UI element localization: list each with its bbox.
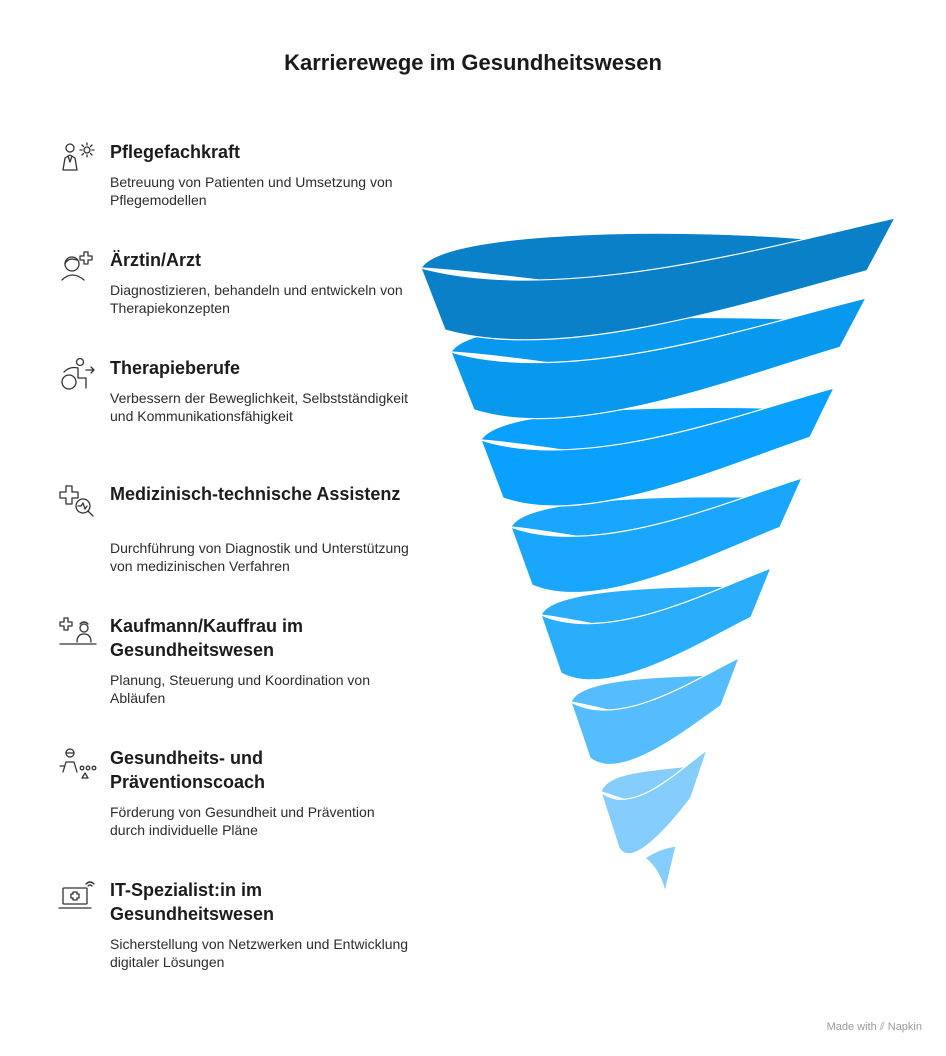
funnel-band [569,656,741,765]
career-title: Ärztin/Arzt [110,250,201,270]
laptop-wifi-icon [58,881,95,909]
funnel-band [509,477,804,594]
funnel-band [449,297,868,420]
career-title: Kaufmann/Kauffrau im Gesundheitswesen [110,616,304,660]
career-description: Planung, Steuerung und Koordination von … [110,672,370,706]
career-description: Betreuung von Patienten und Umsetzung vo… [110,174,393,208]
career-title: Therapieberufe [110,358,241,378]
napkin-logo-icon: ⫽ [879,1021,885,1033]
nurse-gear-icon [62,142,95,171]
career-title: IT-Spezialist:in im Gesundheitswesen [110,880,275,924]
funnel-band [539,566,773,681]
funnel-tip [643,845,677,893]
medical-search-icon [59,485,94,517]
career-title: Pflegefachkraft [110,142,241,162]
career-description: Sicherstellung von Netzwerken und Entwic… [110,936,409,970]
career-description: Durchführung von Diagnostik und Unterstü… [110,540,409,574]
napkin-brand: Napkin [887,1021,922,1033]
career-title: Gesundheits- und Präventionscoach [110,748,266,792]
funnel-band [599,748,709,855]
coach-icon [59,748,97,779]
career-title: Medizinisch-technische Assistenz [110,484,401,504]
career-description: Verbessern der Beweglichkeit, Selbststän… [110,390,409,424]
diagram-title: Karrierewege im Gesundheitswesen [284,50,662,75]
made-with-label: Made with [826,1021,877,1033]
funnel-band [420,217,897,341]
wheelchair-icon [61,357,95,390]
career-description: Förderung von Gesundheit und Prävention … [110,804,375,838]
made-with-napkin: Made with ⫽ Napkin [827,1021,922,1034]
office-worker-icon [59,617,97,645]
funnel-band [479,387,836,507]
career-description: Diagnostizieren, behandeln und entwickel… [110,282,403,316]
doctor-cross-icon [61,251,93,281]
